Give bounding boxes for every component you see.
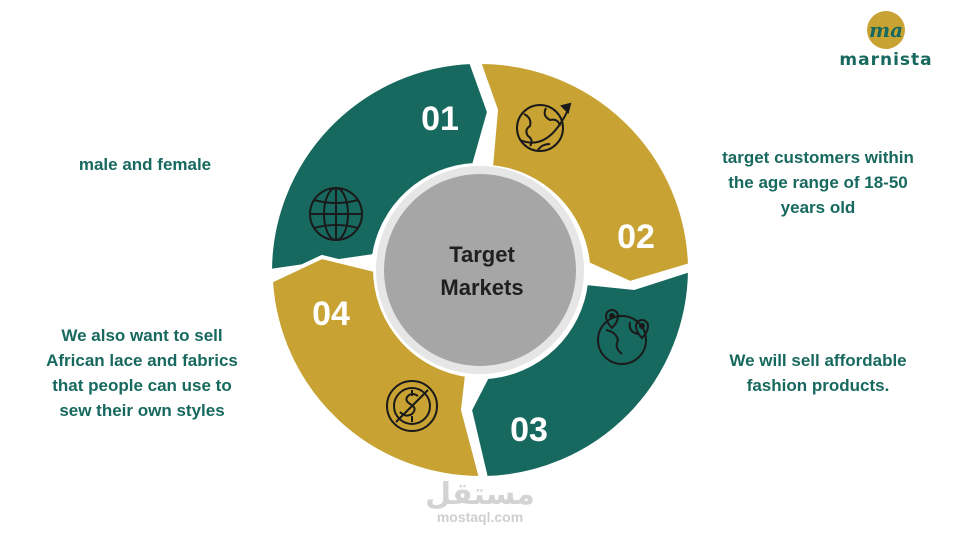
segment-02-text: target customers within the age range of… (722, 148, 914, 217)
segment-number-01: 01 (421, 100, 459, 138)
no-cost-icon (386, 380, 438, 432)
segment-04 (268, 254, 484, 481)
segment-04-text: We also want to sell African lace and fa… (46, 326, 238, 420)
earth-travel-icon (516, 102, 572, 152)
world-locations-icon (597, 309, 650, 365)
segment-02 (476, 59, 693, 286)
watermark-url: mostaql.com (436, 509, 524, 525)
segment-number-02: 02 (617, 218, 655, 256)
marnista-logo: ma (867, 11, 905, 49)
center-title-line2: Markets (440, 275, 523, 300)
center-disc (384, 174, 576, 366)
segment-number-03: 03 (510, 411, 548, 449)
segment-number-04: 04 (312, 295, 350, 333)
segment-03-text: We will sell affordable fashion products… (729, 351, 907, 395)
logo-mark: ma (869, 18, 903, 42)
mostaql-watermark-mark: مستقل (425, 477, 535, 512)
segment-03 (467, 267, 693, 481)
center-title-line1: Target (449, 242, 515, 267)
logo-wordmark: marnista (839, 50, 933, 70)
watermark-arabic: مستقل (425, 477, 535, 512)
globe-icon (309, 187, 363, 241)
segment-01-text: male and female (78, 155, 212, 174)
